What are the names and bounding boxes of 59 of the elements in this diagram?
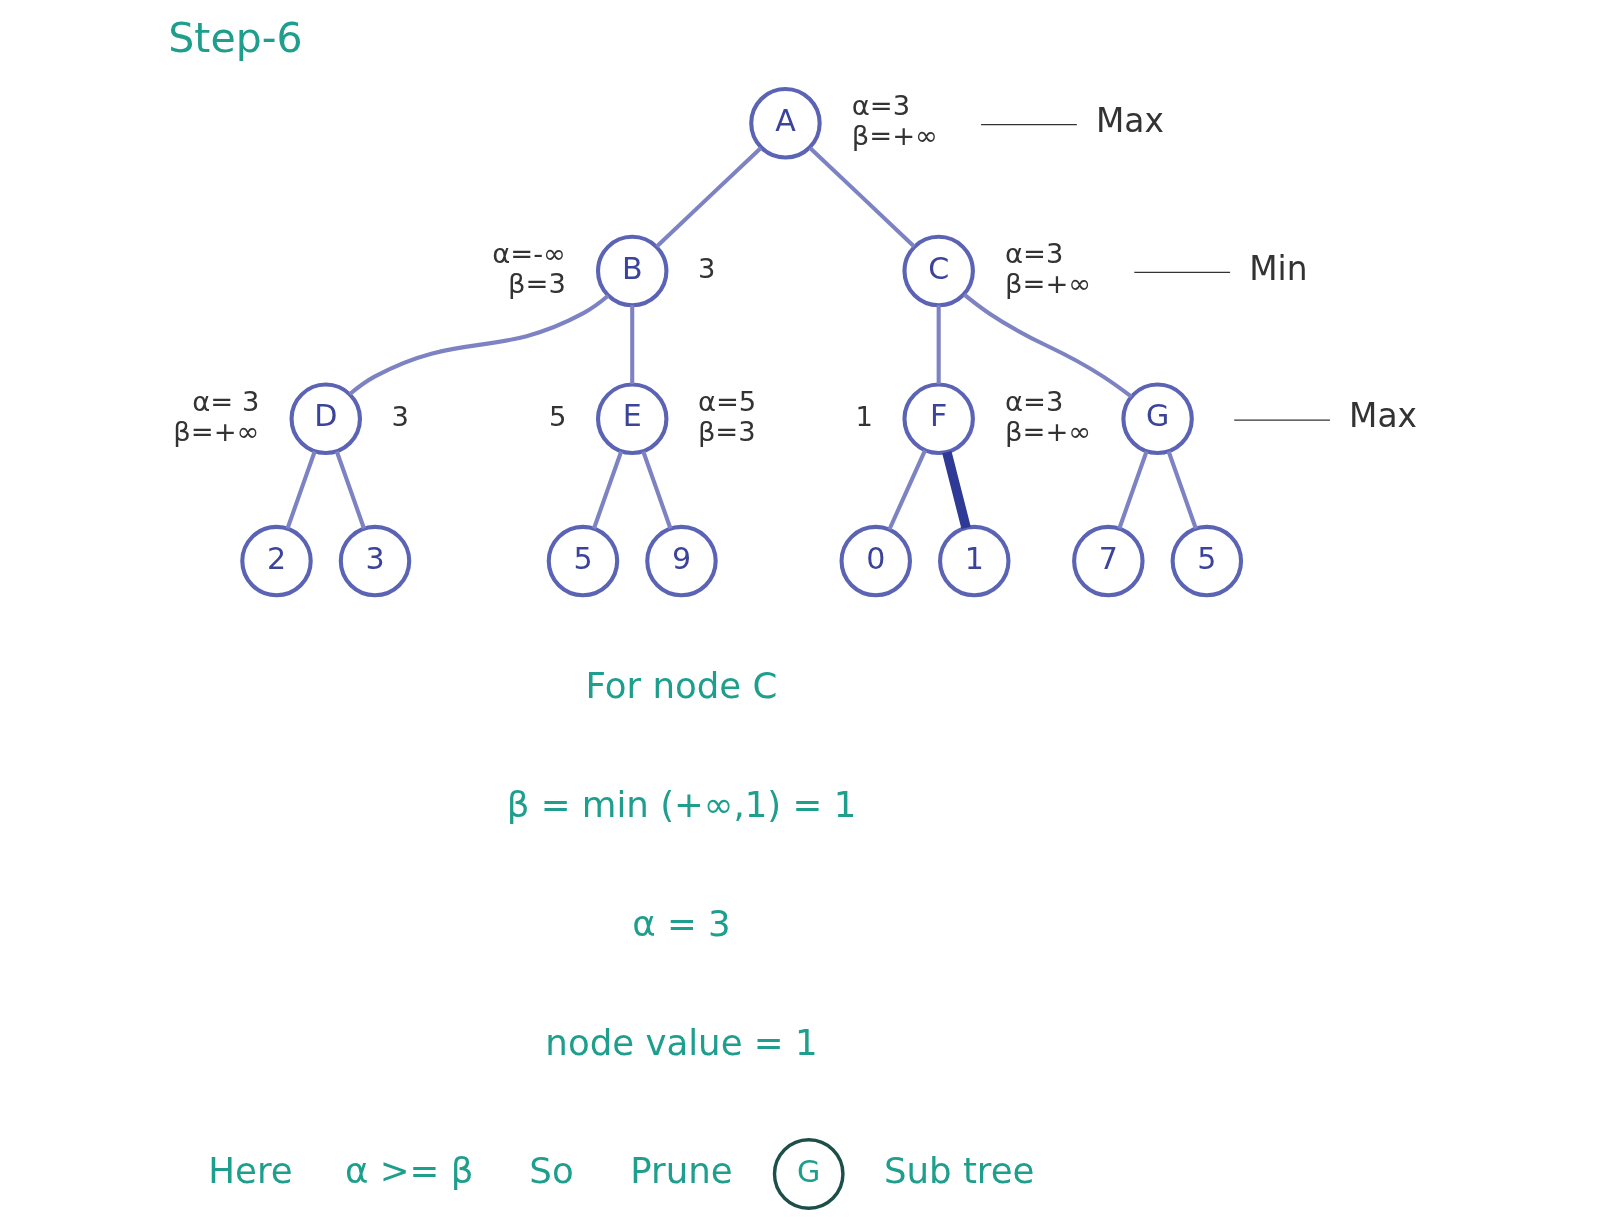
node-label: 3 — [390, 400, 409, 432]
label: α = 3 — [631, 902, 731, 944]
node-circle: 7 — [1071, 524, 1145, 598]
diagram-title: Step-6 — [167, 14, 303, 63]
node-circle: B — [595, 234, 668, 308]
node-label: β=+∞ — [172, 415, 259, 447]
connector — [348, 294, 609, 396]
node-circle: F — [901, 382, 975, 456]
connector — [334, 450, 366, 530]
node-circle: G — [1120, 382, 1194, 456]
node-circle: A — [748, 87, 822, 160]
label: α >= β — [344, 1149, 473, 1191]
node-label: α=3 — [1004, 237, 1063, 269]
node-circle: G — [772, 1138, 845, 1210]
node-label: β=+∞ — [1004, 267, 1091, 299]
label: Min — [1248, 249, 1308, 288]
node-circle: E — [595, 382, 668, 456]
node-circle: C — [901, 234, 975, 308]
label: Prune — [629, 1149, 733, 1191]
node-label: 1 — [855, 400, 873, 432]
node-circle: 5 — [1170, 524, 1243, 598]
connector — [640, 450, 672, 530]
connector — [654, 146, 762, 248]
label: Max — [1348, 397, 1417, 436]
connector — [591, 450, 623, 530]
node-label: β=3 — [697, 415, 756, 447]
node-label: α=-∞ — [491, 237, 566, 269]
connector — [1166, 450, 1198, 530]
node-label: 3 — [697, 252, 715, 284]
node-circle: 9 — [644, 524, 718, 598]
connector — [941, 451, 971, 530]
label: Here — [207, 1149, 293, 1191]
connector — [629, 305, 634, 385]
node-circle: 3 — [338, 524, 411, 598]
node-circle: 1 — [937, 524, 1010, 598]
node-circle: 5 — [546, 524, 619, 598]
node-label: β=3 — [507, 267, 566, 299]
node-circle: 0 — [839, 524, 912, 598]
node-label: α= 3 — [191, 385, 259, 417]
node-label: 5 — [548, 400, 567, 432]
node-label: α=5 — [697, 385, 756, 417]
connector — [936, 305, 941, 385]
label: node value = 1 — [544, 1021, 818, 1063]
label: Sub tree — [883, 1149, 1034, 1191]
node-label: α=3 — [851, 90, 910, 122]
label: So — [528, 1149, 574, 1191]
node-circle: 2 — [239, 524, 313, 598]
connector — [1116, 450, 1148, 530]
node-circle: D — [289, 382, 362, 456]
node-label: α=3 — [1004, 385, 1063, 417]
connector — [285, 450, 317, 530]
label: Max — [1095, 101, 1164, 140]
connector — [887, 449, 927, 531]
label: β = min (+∞,1) = 1 — [506, 783, 856, 825]
connector — [962, 293, 1133, 399]
label: For node C — [585, 664, 777, 706]
node-label: β=+∞ — [851, 120, 938, 152]
node-label: β=+∞ — [1004, 415, 1091, 447]
connector — [808, 146, 916, 248]
